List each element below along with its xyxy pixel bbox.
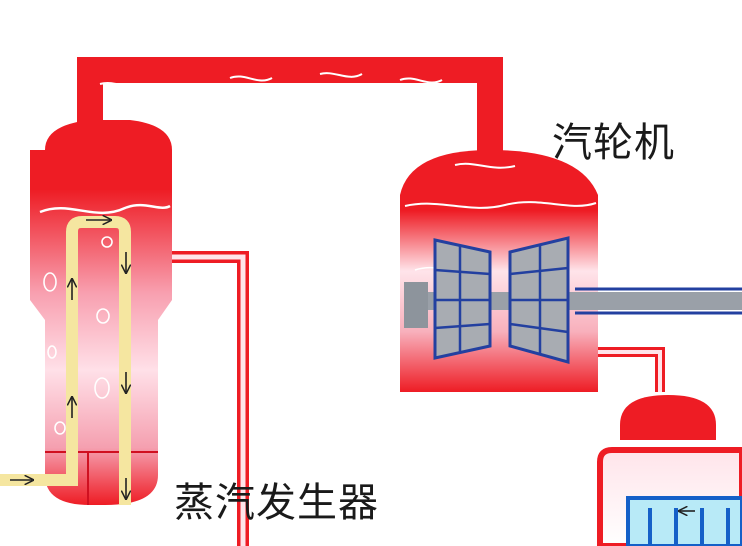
main-steam-pipe xyxy=(77,57,503,160)
flow-arrows xyxy=(10,220,126,498)
steam-generator-vessel xyxy=(30,120,172,505)
turbine-label: 汽轮机 xyxy=(552,120,675,166)
turbine-rotor xyxy=(404,236,742,364)
turbine-exhaust-pipe xyxy=(598,347,665,392)
primary-loop-u-tube xyxy=(0,216,131,505)
feedwater-pipe xyxy=(172,251,249,546)
condenser xyxy=(597,395,742,546)
steam-generator-label: 蒸汽发生器 xyxy=(174,480,379,526)
